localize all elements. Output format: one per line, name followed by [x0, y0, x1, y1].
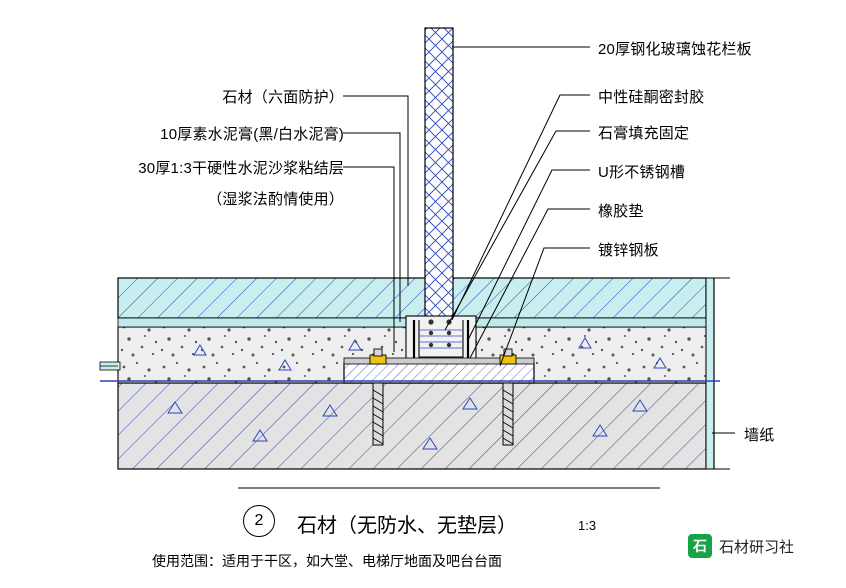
label-rubber-pad: 橡胶垫: [598, 203, 644, 220]
caption-scale: 1:3: [578, 518, 597, 533]
label-glass-railing: 20厚钢化玻璃蚀花栏板: [598, 41, 752, 58]
caption-title: 石材（无防水、无垫层）: [297, 515, 517, 537]
watermark: 石 石材研习社: [688, 534, 794, 558]
leader-lines-right: [444, 46, 735, 434]
left-edge-detail: [99, 361, 121, 371]
leader-lines-left: [343, 95, 409, 352]
label-wet-mortar-note: （湿浆法酌情使用）: [207, 191, 344, 208]
label-galvanized-plate: 镀锌钢板: [598, 242, 659, 259]
anchor-bolt-left: [369, 348, 387, 446]
glass-railing-panel: [424, 27, 454, 339]
brand-logo-icon: 石: [688, 534, 712, 558]
anchor-bolt-right: [499, 348, 517, 446]
watermark-text: 石材研习社: [719, 538, 795, 556]
label-silicone-sealant: 中性硅酮密封胶: [598, 89, 705, 106]
structural-slab: [117, 382, 707, 470]
caption-number: 2: [243, 505, 275, 537]
label-u-channel: U形不锈钢槽: [598, 164, 686, 181]
label-dry-mortar: 30厚1:3干硬性水泥沙浆粘结层: [138, 160, 344, 177]
label-cement-paste: 10厚素水泥膏(黑/白水泥膏): [160, 126, 344, 143]
galvanized-steel-plate: [343, 357, 535, 384]
caption-subtitle: 使用范围：适用于干区，如大堂、电梯厅地面及吧台台面: [152, 553, 502, 569]
sealant-bead-left: [428, 319, 434, 325]
wall-and-wallpaper: [705, 277, 730, 470]
label-stone: 石材（六面防护）: [222, 89, 344, 106]
label-wallpaper: 墙纸: [744, 427, 775, 444]
label-gypsum-fill: 石膏填充固定: [598, 125, 690, 142]
